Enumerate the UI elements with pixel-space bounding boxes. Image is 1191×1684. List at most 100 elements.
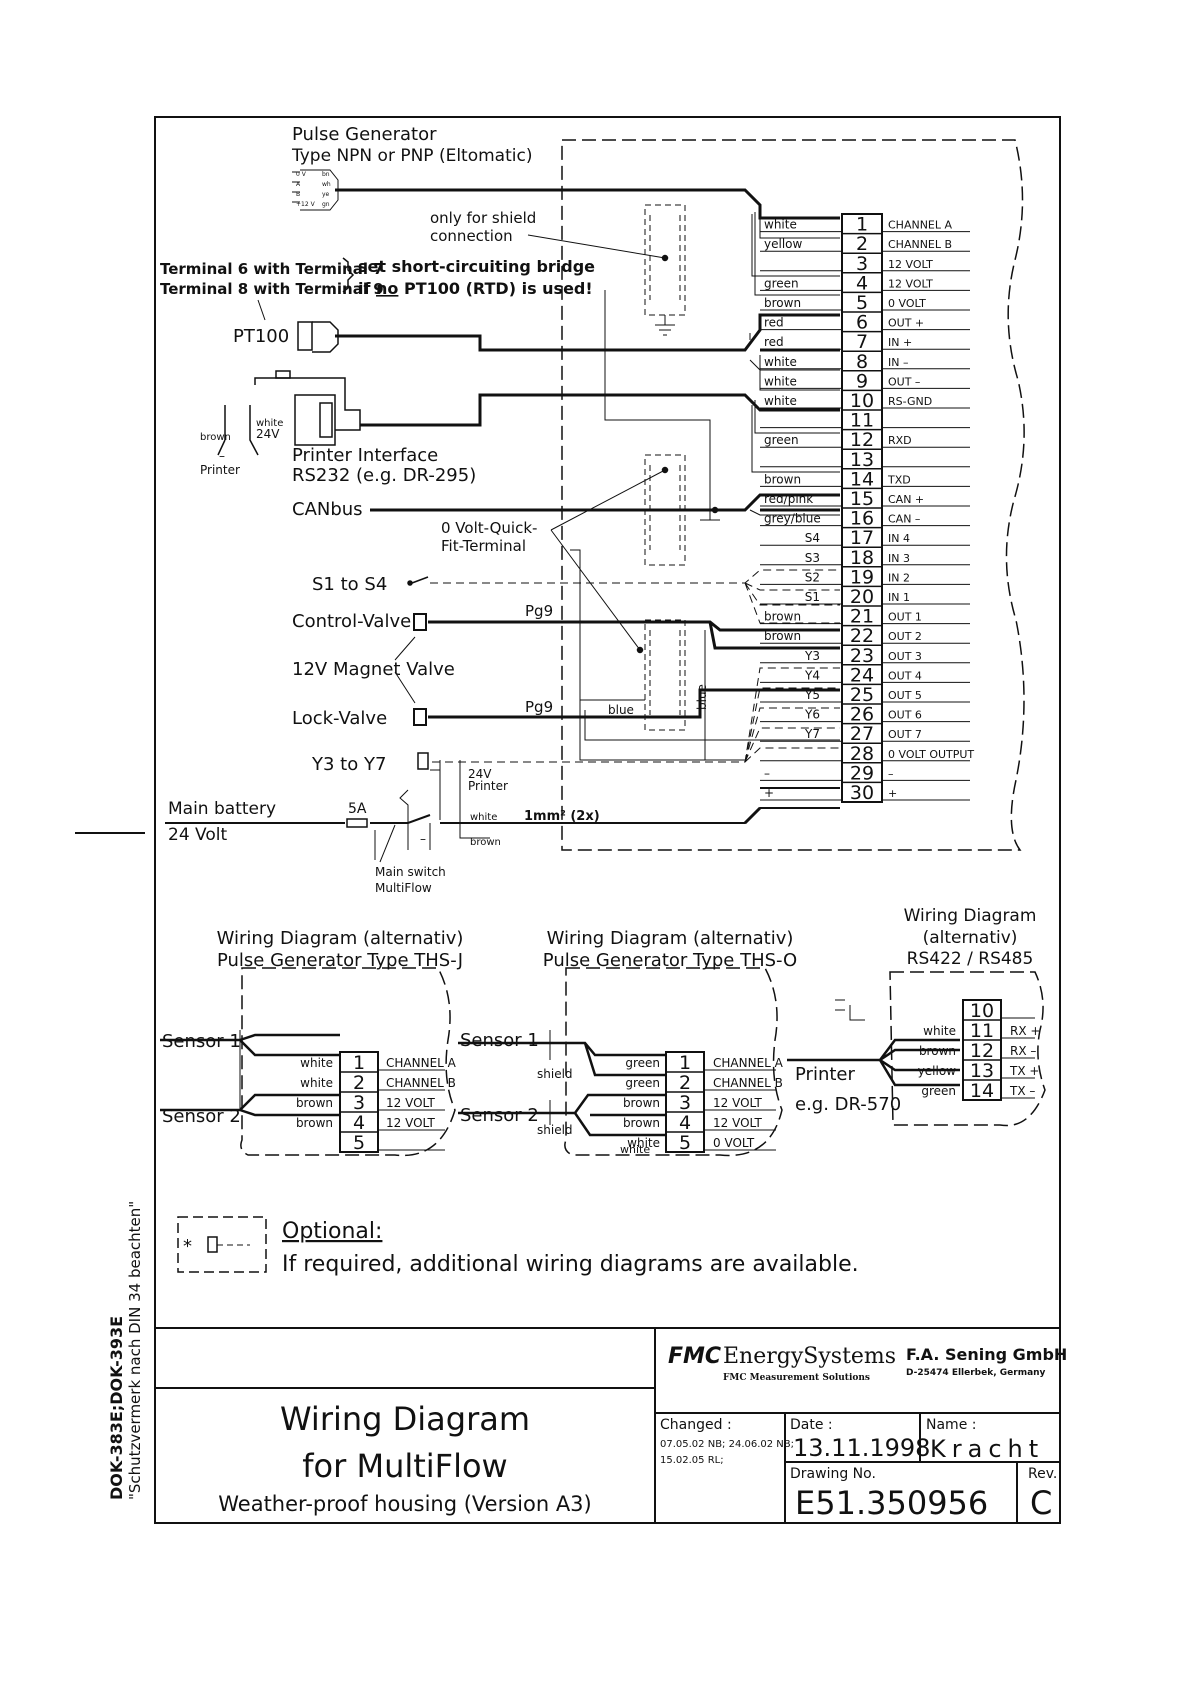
alt-terminal-number: 13 bbox=[970, 1060, 994, 1082]
terminal-wire-color: white bbox=[764, 218, 797, 232]
optional-text: If required, additional wiring diagrams … bbox=[282, 1252, 859, 1277]
printer-label: Printer bbox=[200, 463, 240, 477]
bridge-note-left-1: Terminal 6 with Terminal 7 bbox=[160, 260, 384, 278]
terminal-signal: CAN + bbox=[888, 493, 924, 506]
terminal-wire-color: green bbox=[764, 276, 799, 290]
alt-terminal-wire-color: brown bbox=[919, 1044, 956, 1058]
terminal-wire-color: brown bbox=[764, 296, 801, 310]
terminal-signal: 0 VOLT bbox=[888, 297, 926, 310]
terminal-wire-color: Y7 bbox=[804, 727, 820, 741]
terminal-wire-color: – bbox=[764, 766, 770, 780]
alt-terminal-wire-color: white bbox=[300, 1056, 333, 1070]
main-battery-1: Main battery bbox=[168, 799, 276, 819]
alt-terminal-number: 11 bbox=[970, 1020, 994, 1042]
thsj-sensor-2: Sensor 2 bbox=[162, 1106, 241, 1127]
alt-terminal-signal: CHANNEL B bbox=[713, 1076, 783, 1090]
terminal-signal: CHANNEL A bbox=[888, 219, 953, 232]
name-value: Kracht bbox=[930, 1435, 1044, 1463]
terminal-signal: OUT – bbox=[888, 375, 920, 388]
terminal-signal: OUT 6 bbox=[888, 709, 922, 722]
printer-interface-1: Printer Interface bbox=[292, 445, 438, 466]
thso-shield-1: shield bbox=[537, 1067, 573, 1081]
rs-title-2: (alternativ) bbox=[923, 928, 1018, 948]
terminal-number: 17 bbox=[850, 527, 874, 549]
alt-terminal-wire-color: brown bbox=[296, 1116, 333, 1130]
pulse-generator-type: Type NPN or PNP (Eltomatic) bbox=[291, 146, 532, 166]
quick-fit-terminal-mid bbox=[644, 454, 686, 566]
company-name: F.A. Sening GmbH bbox=[906, 1345, 1067, 1364]
terminal-wire-color: S2 bbox=[805, 570, 820, 584]
terminal-signal: TXD bbox=[887, 473, 911, 486]
changed-line-2: 15.02.05 RL; bbox=[660, 1455, 724, 1466]
thso-title-2: Pulse Generator Type THS-O bbox=[543, 950, 797, 971]
terminal-signal: IN 1 bbox=[888, 591, 910, 604]
date-label: Date : bbox=[790, 1417, 833, 1433]
rs-terminal-block bbox=[962, 999, 1035, 1101]
alt-terminal-number: 5 bbox=[353, 1132, 365, 1154]
s1-s4-label: S1 to S4 bbox=[312, 574, 387, 595]
terminal-signal: IN – bbox=[888, 356, 908, 369]
pt100-label: PT100 bbox=[233, 326, 289, 347]
mb-white: white bbox=[470, 812, 497, 823]
terminal-number: 12 bbox=[850, 429, 874, 451]
pg-pin-a: A bbox=[296, 181, 301, 188]
alt-terminal-signal: 12 VOLT bbox=[713, 1116, 763, 1130]
terminal-wire-color: white bbox=[764, 355, 797, 369]
main-battery-2: 24 Volt bbox=[168, 825, 227, 845]
name-label: Name : bbox=[926, 1417, 976, 1433]
terminal-signal: OUT 1 bbox=[888, 611, 922, 624]
terminal-number: 7 bbox=[856, 331, 868, 353]
s-switch-symbol bbox=[411, 576, 429, 584]
alt-terminal-number: 2 bbox=[353, 1072, 365, 1094]
alt-terminal-wire-color: white bbox=[923, 1024, 956, 1038]
pg-pin-0v: 0 V bbox=[296, 171, 307, 178]
mb-minus: – bbox=[420, 832, 426, 846]
rs-title-1: Wiring Diagram bbox=[904, 906, 1037, 926]
drawing-frame bbox=[154, 116, 1061, 1524]
terminal-signal: OUT 4 bbox=[888, 669, 922, 682]
alt-terminal-signal: CHANNEL B bbox=[386, 1076, 456, 1090]
terminal-number: 2 bbox=[856, 233, 868, 255]
alt-terminal-signal: 12 VOLT bbox=[713, 1096, 763, 1110]
thso-sensor-1: Sensor 1 bbox=[460, 1030, 539, 1051]
quick-fit-terminal-bottom bbox=[644, 619, 686, 731]
terminal-number: 8 bbox=[856, 351, 868, 373]
alt-terminal-wire-color: green bbox=[625, 1056, 660, 1070]
terminal-number: 11 bbox=[850, 410, 874, 432]
terminal-wire-color: Y4 bbox=[804, 668, 820, 682]
terminal-number: 21 bbox=[850, 606, 874, 628]
shield-note-1: only for shield bbox=[430, 209, 536, 227]
thsj-title-2: Pulse Generator Type THS-J bbox=[217, 950, 463, 971]
terminal-number: 18 bbox=[850, 547, 874, 569]
title-line-2: for MultiFlow bbox=[302, 1447, 507, 1485]
alt-terminal-wire-color: green bbox=[625, 1076, 660, 1090]
alt-terminal-wire-color: green bbox=[921, 1084, 956, 1098]
printer-dash: – bbox=[219, 449, 225, 463]
terminal-number: 5 bbox=[856, 292, 868, 314]
alt-terminal-wire-color: white bbox=[627, 1136, 660, 1150]
magnet-valve-label: 12V Magnet Valve bbox=[292, 659, 455, 680]
terminal-wire-color: + bbox=[764, 786, 774, 800]
terminal-signal: RS-GND bbox=[888, 395, 932, 408]
terminal-number: 6 bbox=[856, 312, 868, 334]
terminal-number: 27 bbox=[850, 723, 874, 745]
thso-housing bbox=[564, 967, 783, 1157]
terminal-wire-color: green bbox=[764, 433, 799, 447]
bridge-note-right-1: set short-circuiting bridge bbox=[358, 257, 595, 276]
terminal-number: 1 bbox=[856, 214, 868, 236]
pulse-generator-symbol bbox=[292, 169, 339, 211]
alt-terminal-number: 12 bbox=[970, 1040, 994, 1062]
terminal-signal: IN 3 bbox=[888, 552, 910, 565]
terminal-signal: + bbox=[888, 787, 897, 800]
terminal-number: 23 bbox=[850, 645, 874, 667]
shield-note-2: connection bbox=[430, 227, 513, 245]
terminal-number: 20 bbox=[850, 586, 874, 608]
terminal-number: 26 bbox=[850, 704, 874, 726]
terminal-wire-color: grey/blue bbox=[764, 512, 821, 526]
terminal-number: 14 bbox=[850, 468, 874, 490]
alt-terminal-signal: RX + bbox=[1010, 1024, 1040, 1038]
thsj-housing bbox=[240, 967, 456, 1157]
pg9-lock: Pg9 bbox=[525, 698, 553, 716]
title-block bbox=[155, 1327, 1060, 1523]
alt-terminal-signal: CHANNEL A bbox=[713, 1056, 784, 1070]
